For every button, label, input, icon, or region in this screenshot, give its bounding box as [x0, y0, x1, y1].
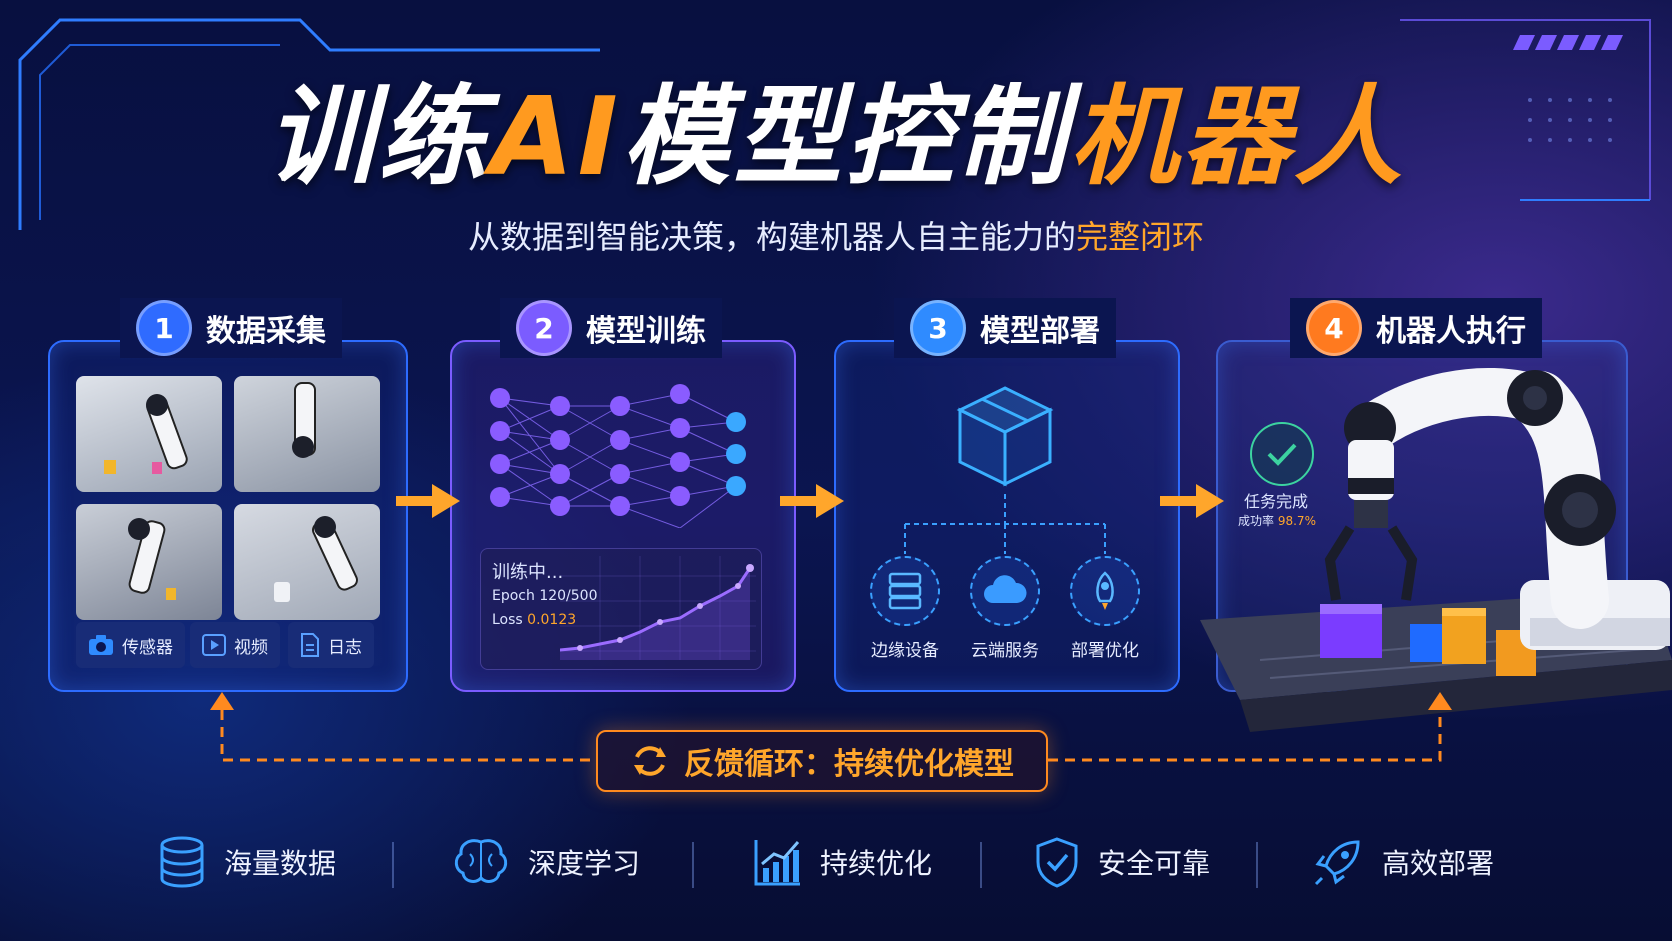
robot-photo-3: [76, 504, 222, 620]
training-status-text: 训练中...: [492, 562, 564, 583]
success-rate-value: 98.7%: [1277, 514, 1316, 528]
training-status-card: [480, 548, 762, 670]
success-rate: 成功率 98.7%: [1238, 512, 1316, 529]
cloud-icon: [984, 575, 1027, 603]
database-icon: [160, 836, 204, 888]
step-2-label: 模型训练: [586, 314, 706, 349]
step-4-header: 4 机器人执行: [1290, 298, 1542, 358]
step-1-number: 1: [136, 300, 192, 356]
data-source-video-label: 视频: [234, 637, 268, 658]
title-part-4: 机器人: [1069, 75, 1406, 200]
video-icon: [202, 634, 226, 656]
robot-photo-2: [234, 376, 380, 492]
step-4-number: 4: [1306, 300, 1362, 356]
training-loss-value: 0.0123: [527, 612, 577, 628]
subtitle-main: 从数据到智能决策，构建机器人自主能力的: [467, 218, 1076, 256]
feature-safe-reliable: 安全可靠: [1034, 830, 1210, 894]
step-2-header: 2 模型训练: [500, 298, 722, 358]
feature-massive-data: 海量数据: [158, 830, 336, 894]
server-icon: [888, 572, 922, 610]
deploy-target-optimize: 部署优化: [1055, 556, 1155, 661]
title-part-2: AI: [490, 75, 622, 200]
feedback-loop-path: [210, 692, 1452, 762]
deploy-target-cloud-label: 云端服务: [971, 641, 1039, 661]
robot-arm-illustration: [1200, 367, 1672, 732]
training-curve: [560, 556, 756, 660]
feature-efficient-deployment-label: 高效部署: [1382, 847, 1495, 880]
model-package-icon: [956, 386, 1054, 487]
title-part-3: 模型控制: [621, 75, 1070, 200]
feature-continuous-optimization: 持续优化: [754, 830, 932, 894]
flow-arrow-2: [780, 484, 844, 518]
feature-divider: [1256, 842, 1258, 888]
step-1-header: 1 数据采集: [120, 298, 342, 358]
step-3-label: 模型部署: [980, 314, 1100, 349]
title-part-1: 训练: [266, 75, 491, 200]
feature-continuous-optimization-label: 持续优化: [820, 847, 933, 880]
document-icon: [301, 633, 319, 657]
step-1-label: 数据采集: [206, 314, 326, 349]
success-rate-label: 成功率: [1238, 514, 1275, 528]
subtitle: 从数据到智能决策，构建机器人自主能力的完整闭环: [0, 212, 1672, 258]
step-3-number: 3: [910, 300, 966, 356]
feature-deep-learning: 深度学习: [452, 830, 640, 894]
panel-model-deployment: [834, 340, 1180, 692]
feature-divider: [980, 842, 982, 888]
brain-icon: [454, 839, 508, 883]
feedback-loop-label: 反馈循环：持续优化模型: [684, 747, 1014, 782]
rocket-icon: [1314, 840, 1360, 886]
flow-arrow-1: [396, 484, 460, 518]
main-title: 训练AI模型控制机器人: [0, 78, 1672, 198]
refresh-icon: [634, 746, 666, 776]
training-epoch: Epoch 120/500: [492, 588, 598, 604]
training-loss: Loss 0.0123: [492, 612, 576, 628]
rocket-icon: [1096, 571, 1114, 610]
neural-network-diagram: [490, 384, 746, 528]
chart-icon: [754, 840, 800, 886]
feature-divider: [692, 842, 694, 888]
data-source-log: 日志: [288, 622, 374, 668]
deploy-target-cloud: 云端服务: [955, 556, 1055, 661]
robot-photo-4: [234, 504, 380, 620]
deploy-target-edge-label: 边缘设备: [871, 641, 939, 661]
feature-divider: [392, 842, 394, 888]
feature-massive-data-label: 海量数据: [224, 847, 337, 880]
deploy-target-edge: 边缘设备: [855, 556, 955, 661]
camera-icon: [89, 635, 113, 655]
robot-photo-1: [76, 376, 222, 492]
step-4-label: 机器人执行: [1376, 314, 1526, 349]
task-complete-icon: [1250, 422, 1314, 486]
data-source-video: 视频: [190, 622, 280, 668]
feature-safe-reliable-label: 安全可靠: [1098, 847, 1211, 880]
tech-frame-decoration: [18, 18, 1651, 230]
subtitle-highlight: 完整闭环: [1076, 218, 1205, 256]
training-loss-label: Loss: [492, 612, 523, 628]
deployment-branches: [904, 494, 1106, 554]
data-source-sensor-label: 传感器: [122, 637, 173, 658]
checkmark-icon: [1267, 443, 1297, 466]
data-source-sensor: 传感器: [76, 622, 185, 668]
feature-efficient-deployment: 高效部署: [1312, 830, 1494, 894]
feedback-loop-badge: 反馈循环：持续优化模型: [596, 730, 1048, 792]
step-3-header: 3 模型部署: [894, 298, 1116, 358]
deploy-target-optimize-label: 部署优化: [1071, 641, 1139, 661]
flow-arrow-3: [1160, 484, 1224, 518]
shield-check-icon: [1036, 837, 1078, 888]
data-source-log-label: 日志: [328, 637, 362, 658]
step-2-number: 2: [516, 300, 572, 356]
feature-deep-learning-label: 深度学习: [528, 847, 641, 880]
task-status: 任务完成: [1244, 492, 1309, 511]
